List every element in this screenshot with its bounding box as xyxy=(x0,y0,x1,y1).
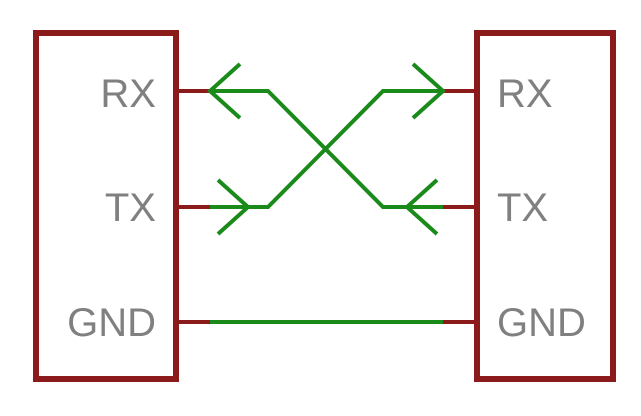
left-gnd-label: GND xyxy=(67,301,156,345)
right-gnd-label: GND xyxy=(497,301,586,345)
wires xyxy=(207,62,446,324)
arrow-head-left-tx-out xyxy=(216,178,251,236)
right-tx-label: TX xyxy=(497,186,548,230)
left-tx-label: TX xyxy=(105,186,156,230)
right-device: RX TX GND xyxy=(443,30,616,382)
left-device: RX TX GND xyxy=(33,30,210,382)
arrow-head-right-rx-in xyxy=(411,62,446,120)
wire-right-tx-to-left-rx xyxy=(210,89,443,209)
left-rx-label: RX xyxy=(100,72,156,116)
arrow-head-left-rx-in xyxy=(207,62,242,120)
arrow-head-right-tx-out xyxy=(404,178,439,236)
right-rx-label: RX xyxy=(497,72,553,116)
